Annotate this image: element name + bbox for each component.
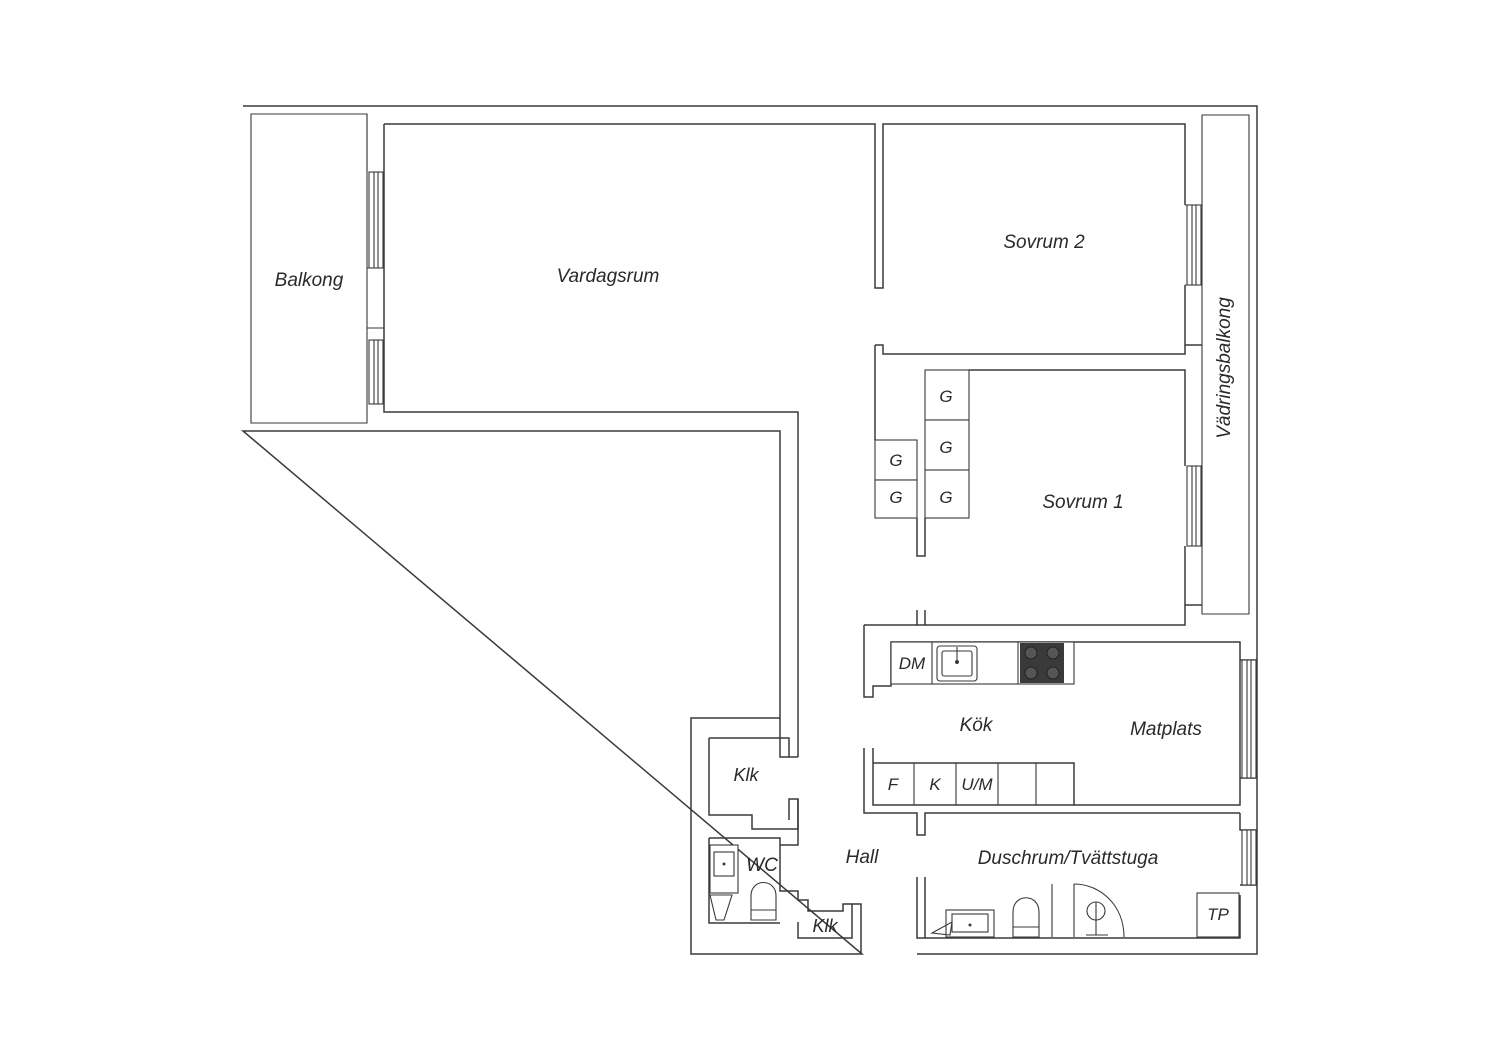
window-balcony-lower: [368, 339, 384, 405]
bedroom-walls: [874, 285, 1202, 626]
label-vadringsbalkong: Vädringsbalkong: [1214, 297, 1235, 439]
label-balkong: Balkong: [275, 270, 344, 291]
window-balcony-upper: [368, 171, 384, 269]
label-klk-upper: Klk: [733, 765, 759, 785]
wc-toilet-icon: [750, 881, 777, 921]
window-matplats: [1241, 659, 1257, 779]
balcony-outline: [250, 113, 384, 424]
label-fridge: F: [888, 775, 900, 794]
label-hall: Hall: [846, 847, 880, 868]
drying-cabinet: [1196, 892, 1240, 938]
window-bathroom: [1241, 829, 1257, 886]
kitchen-counter-lower: [913, 763, 1037, 805]
label-oven-micro: U/M: [961, 775, 993, 794]
window-sovrum2: [1186, 204, 1202, 286]
label-dishwasher: DM: [899, 654, 926, 673]
label-matplats: Matplats: [1130, 719, 1202, 740]
wc-sink-icon: [709, 844, 739, 921]
label-wardrobe: G: [939, 438, 952, 457]
label-drying-cabinet: TP: [1207, 905, 1229, 924]
bath-sink-icon: [930, 909, 995, 938]
outer-walls: [240, 105, 1258, 955]
stove-icon: [1020, 643, 1064, 683]
label-kok: Kök: [960, 715, 994, 736]
label-wc: WC: [746, 855, 778, 876]
label-duschrum: Duschrum/Tvättstuga: [978, 848, 1159, 869]
label-sovrum1: Sovrum 1: [1042, 492, 1123, 513]
label-wardrobe: G: [939, 488, 952, 507]
sink-icon: [936, 645, 978, 682]
bath-toilet-icon: [1012, 897, 1040, 938]
label-vardagsrum: Vardagsrum: [557, 266, 660, 287]
label-wardrobe: G: [939, 387, 952, 406]
shower-icon: [1051, 883, 1125, 938]
label-wardrobe: G: [889, 451, 902, 470]
wardrobes: [874, 369, 970, 519]
hall-walls: [708, 718, 1257, 954]
window-sovrum1: [1186, 465, 1202, 547]
label-klk-lower: Klk: [812, 916, 838, 936]
label-sovrum2: Sovrum 2: [1003, 232, 1085, 253]
label-wardrobe: G: [889, 488, 902, 507]
label-freezer: K: [929, 775, 941, 794]
